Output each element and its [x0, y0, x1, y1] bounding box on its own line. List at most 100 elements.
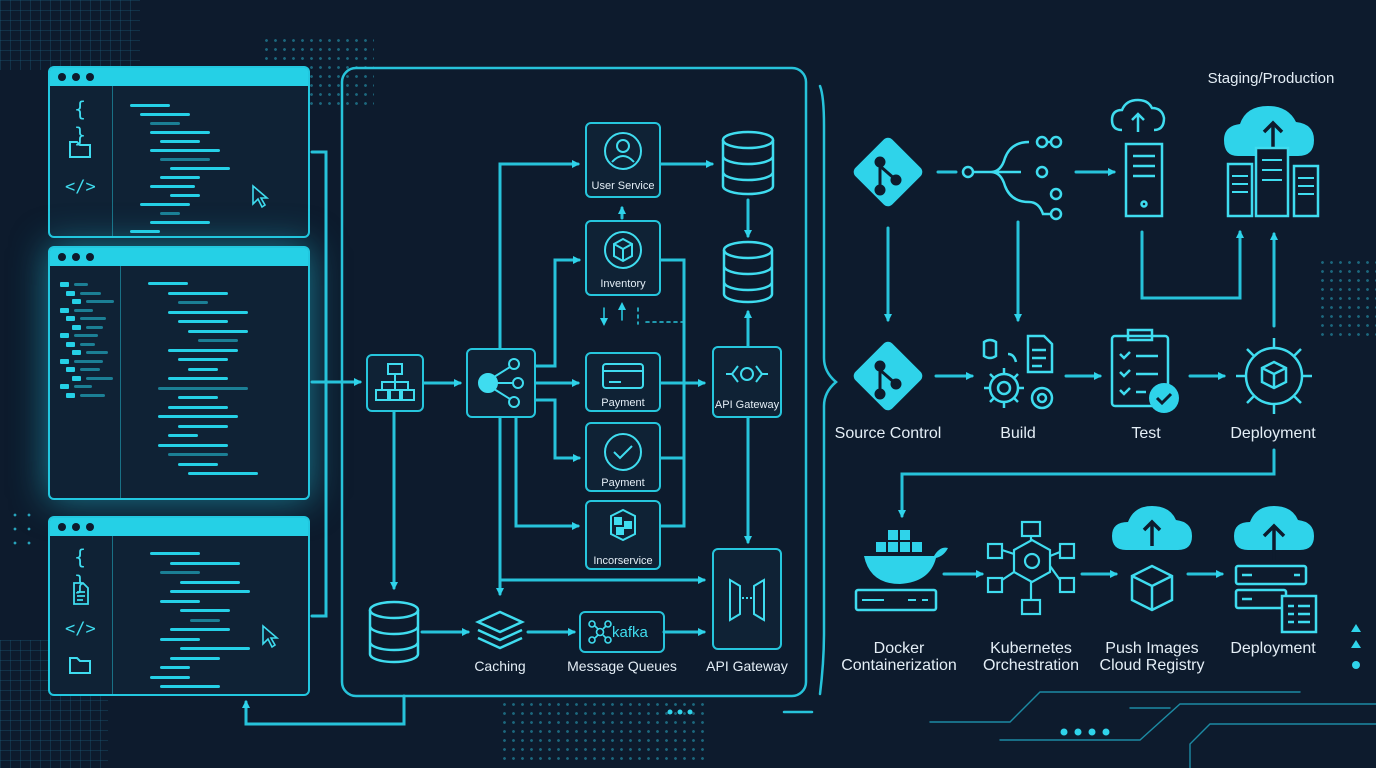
- file-icon: [65, 580, 95, 606]
- code-line: [148, 282, 188, 285]
- editor-sidebar: { } </>: [50, 536, 113, 694]
- gear-icon: [982, 334, 1054, 410]
- code-line: [168, 377, 228, 380]
- editor-titlebar: [50, 248, 308, 266]
- code-tag-icon: </>: [65, 177, 96, 197]
- code-line: [180, 647, 250, 650]
- payment-label-1: Payment: [601, 397, 645, 409]
- code-line: [168, 453, 228, 456]
- git-icon: [853, 341, 923, 411]
- code-line: [160, 212, 180, 215]
- code-line: [168, 291, 228, 295]
- code-editor-window-3: { } </>: [48, 516, 310, 696]
- code-line: [170, 628, 230, 631]
- gateway-icon: [726, 365, 768, 383]
- folder-icon: [60, 358, 69, 364]
- code-line: [178, 320, 228, 323]
- code-line: [150, 122, 180, 125]
- code-line: [188, 472, 258, 475]
- folder-icon: [60, 307, 69, 313]
- code-line: [150, 552, 200, 555]
- folder-icon: [60, 333, 69, 338]
- docker-icon: [854, 530, 948, 612]
- code-line: [160, 666, 190, 669]
- check-icon: [1149, 383, 1179, 413]
- kubernetes-icon: [986, 520, 1076, 616]
- code-editor-window-1: { } </>: [48, 66, 310, 238]
- code-line: [160, 599, 200, 603]
- server-icon: [1226, 146, 1320, 218]
- code-line: [160, 571, 200, 574]
- push-images-label-line1: Push Images: [1105, 640, 1199, 657]
- hierarchy-node: [366, 354, 424, 412]
- tree-line: [80, 368, 100, 371]
- code-line: [170, 656, 220, 660]
- editor-titlebar: [50, 518, 308, 536]
- code-line: [158, 443, 228, 447]
- folder-icon: [60, 384, 69, 389]
- source-control-label: Source Control: [834, 425, 942, 442]
- cursor-icon: [252, 184, 270, 209]
- gear-icon: [1236, 338, 1312, 414]
- dots-decoration-bottom: [500, 700, 710, 760]
- code-line: [178, 301, 208, 304]
- tree-line: [80, 393, 105, 397]
- code-line: [168, 310, 248, 314]
- code-line: [170, 590, 250, 593]
- box-icon: [610, 508, 636, 542]
- tree-line: [74, 359, 103, 363]
- database-icon: [368, 600, 420, 664]
- code-line: [198, 339, 238, 342]
- database-icon: [721, 130, 775, 196]
- dots-decoration-right: [1318, 258, 1376, 338]
- code-line: [150, 185, 195, 188]
- tree-line: [86, 376, 113, 380]
- folder-icon: [60, 282, 69, 287]
- payment-label-2: Payment: [601, 477, 645, 489]
- tree-line: [74, 308, 93, 312]
- incorservice-node: [585, 500, 661, 570]
- folder-icon: [72, 375, 81, 381]
- code-line: [178, 358, 228, 361]
- kafka-box: [579, 611, 665, 653]
- code-line: [140, 113, 190, 116]
- code-line: [188, 329, 248, 333]
- box-icon: [1130, 564, 1174, 612]
- code-line: [158, 386, 248, 390]
- tree-line: [80, 342, 95, 346]
- file-tree: [50, 266, 121, 498]
- kubernetes-label-line2: Orchestration: [982, 657, 1080, 674]
- code-line: [150, 221, 210, 224]
- build-label: Build: [1000, 425, 1036, 442]
- code-line: [188, 367, 218, 371]
- tree-line: [80, 317, 106, 320]
- code-line: [150, 675, 190, 679]
- caching-label: Caching: [474, 658, 526, 674]
- grid-decoration-top-left: [0, 0, 140, 70]
- kubernetes-label-line1: Kubernetes: [990, 640, 1072, 657]
- folder-icon: [66, 392, 75, 398]
- box-icon: [604, 231, 642, 269]
- code-line: [178, 424, 228, 428]
- dots-decoration-left: [8, 508, 40, 554]
- deployment-label-bottom: Deployment: [1230, 640, 1316, 657]
- folder-icon: [66, 367, 75, 372]
- payment-node-1: [585, 352, 661, 412]
- code-line: [178, 396, 218, 399]
- folder-icon: [66, 341, 75, 347]
- code-line: [180, 609, 230, 612]
- server-icon: [1234, 564, 1318, 634]
- editor-sidebar: { } </>: [50, 86, 113, 236]
- cloud-upload-icon: [1234, 506, 1314, 560]
- folder-icon: [72, 299, 81, 304]
- hub-icon: [478, 358, 524, 408]
- tree-line: [86, 351, 108, 354]
- tree-line: [74, 334, 98, 337]
- code-line: [158, 415, 238, 418]
- folder-icon: [65, 136, 95, 162]
- docker-label-line1: Docker: [873, 640, 925, 657]
- test-label: Test: [1131, 425, 1161, 442]
- folder-icon: [72, 324, 81, 330]
